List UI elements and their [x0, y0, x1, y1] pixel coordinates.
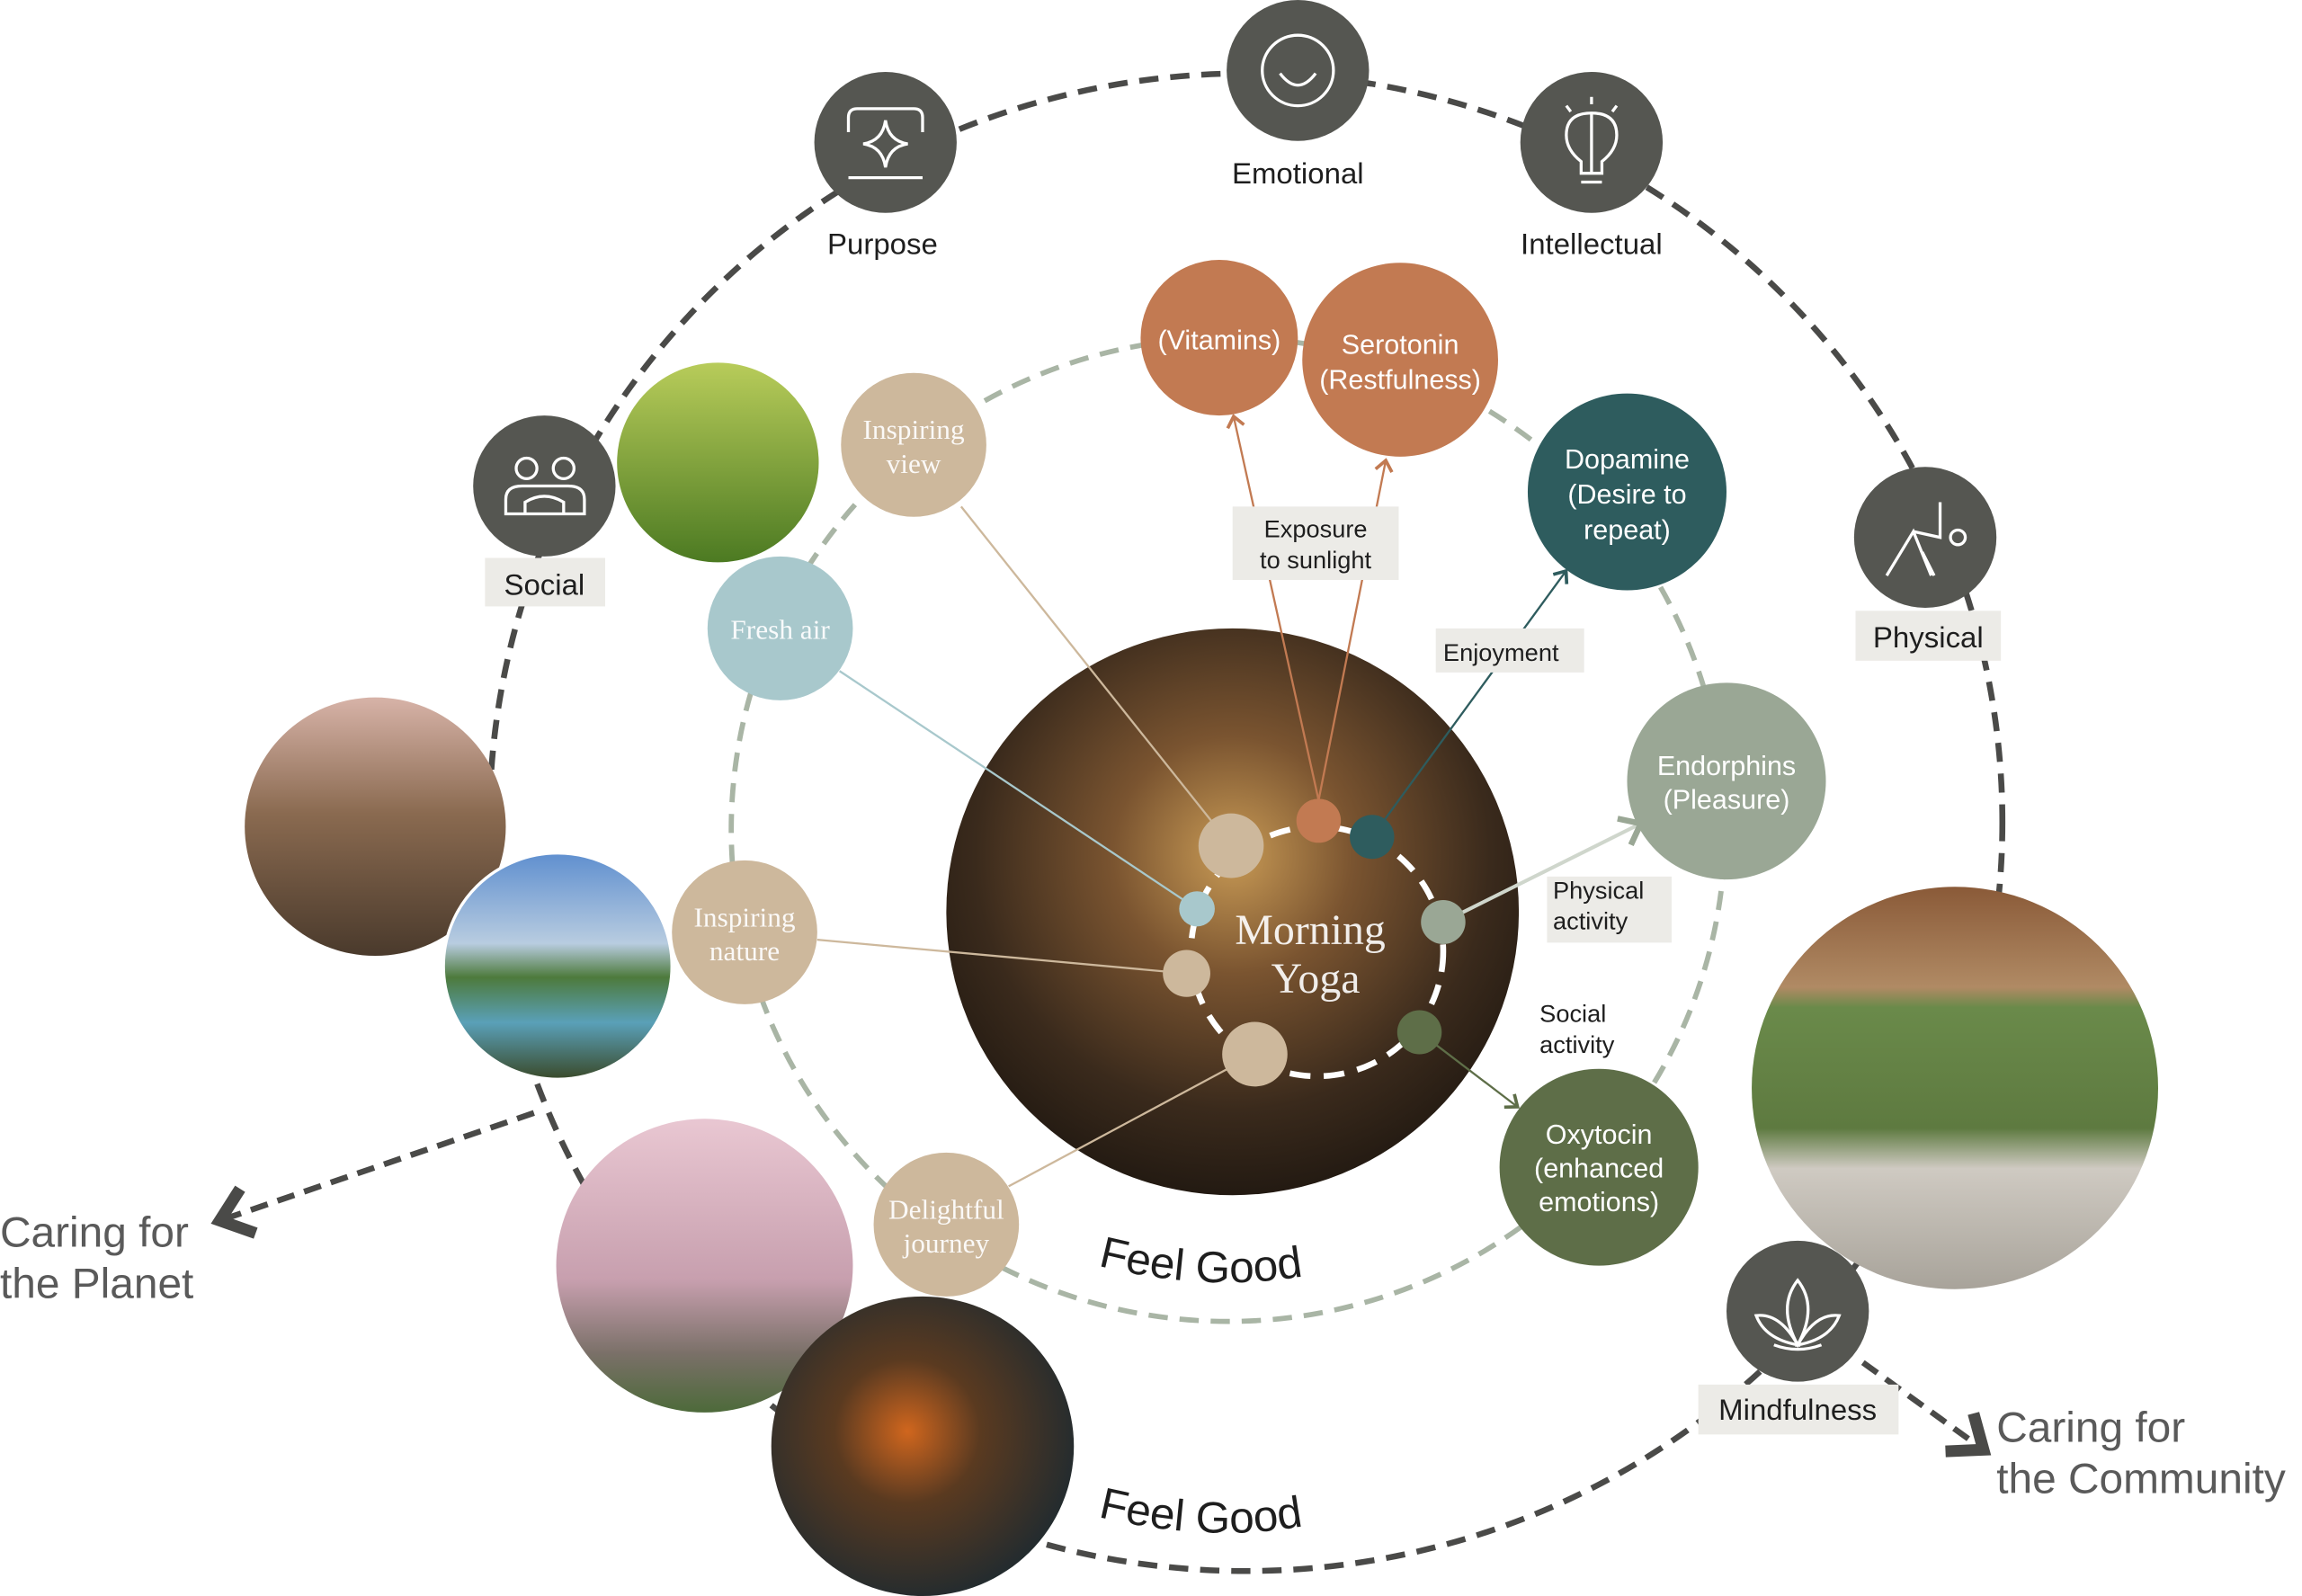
svg-text:Fresh air: Fresh air: [730, 613, 830, 645]
smile-icon: [1261, 33, 1335, 108]
dimension-social: Social: [473, 415, 616, 607]
svg-text:Mindfulness: Mindfulness: [1718, 1393, 1877, 1426]
photo-resort-mountains: [245, 697, 506, 957]
dimension-mindfulness: Mindfulness: [1698, 1240, 1899, 1435]
lightbulb-brain-icon: [1565, 96, 1619, 184]
photo-monarch-butterfly: [771, 1296, 1075, 1596]
dot-social: [1396, 1010, 1442, 1055]
svg-text:Emotional: Emotional: [1232, 156, 1364, 190]
dimension-intellectual: Intellectual: [1520, 72, 1664, 261]
dimension-physical: Physical: [1853, 467, 2002, 661]
svg-text:Social: Social: [504, 567, 584, 601]
dot-enjoyment: [1350, 815, 1395, 860]
feel-good-inner: Feel Good: [1095, 1227, 1305, 1293]
svg-text:(Vitamins): (Vitamins): [1157, 326, 1280, 356]
label-enjoyment: Enjoyment: [1435, 628, 1584, 673]
dot-delightful: [1222, 1021, 1288, 1087]
dot-nature: [1163, 950, 1210, 997]
community-arrow: [1860, 1360, 1992, 1458]
svg-text:Physical: Physical: [1873, 620, 1984, 654]
dot-inspiring-view: [1198, 813, 1264, 878]
node-vitamins: (Vitamins): [1140, 260, 1298, 416]
dimension-emotional: Emotional: [1227, 0, 1370, 190]
photo-pavilion-community: [1752, 887, 2158, 1289]
dimension-purpose: Purpose: [814, 72, 957, 261]
morning-yoga-photo: [946, 628, 1520, 1196]
svg-text:Endorphins(Pleasure): Endorphins(Pleasure): [1657, 752, 1796, 815]
sparkle-frame-icon: [846, 107, 924, 180]
stretching-person-icon: [1885, 502, 1967, 576]
svg-text:Serotonin(Restfulness): Serotonin(Restfulness): [1319, 331, 1481, 396]
dot-physical: [1421, 899, 1466, 944]
feel-good-outer: Feel Good: [1095, 1478, 1305, 1543]
svg-text:Purpose: Purpose: [827, 227, 938, 261]
planet-arrow: [210, 1110, 535, 1239]
svg-text:Intellectual: Intellectual: [1521, 227, 1663, 261]
svg-text:Enjoyment: Enjoyment: [1443, 638, 1559, 666]
dot-sunlight: [1296, 798, 1342, 843]
photo-infinity-pool: [442, 851, 674, 1081]
node-serotonin: Serotonin(Restfulness): [1302, 263, 1498, 457]
lotus-icon: [1753, 1278, 1842, 1351]
center-title: Morning Yoga: [1235, 907, 1396, 1003]
node-endorphins: Endorphins(Pleasure): [1627, 682, 1826, 880]
photo-cherry-blossom-walk: [556, 1119, 853, 1413]
connector-lines: [816, 414, 1646, 1188]
people-icon: [504, 456, 586, 516]
dot-fresh-air: [1179, 891, 1215, 927]
node-fresh-air: Fresh air: [707, 556, 853, 700]
photo-grass-relaxing: [617, 362, 819, 563]
